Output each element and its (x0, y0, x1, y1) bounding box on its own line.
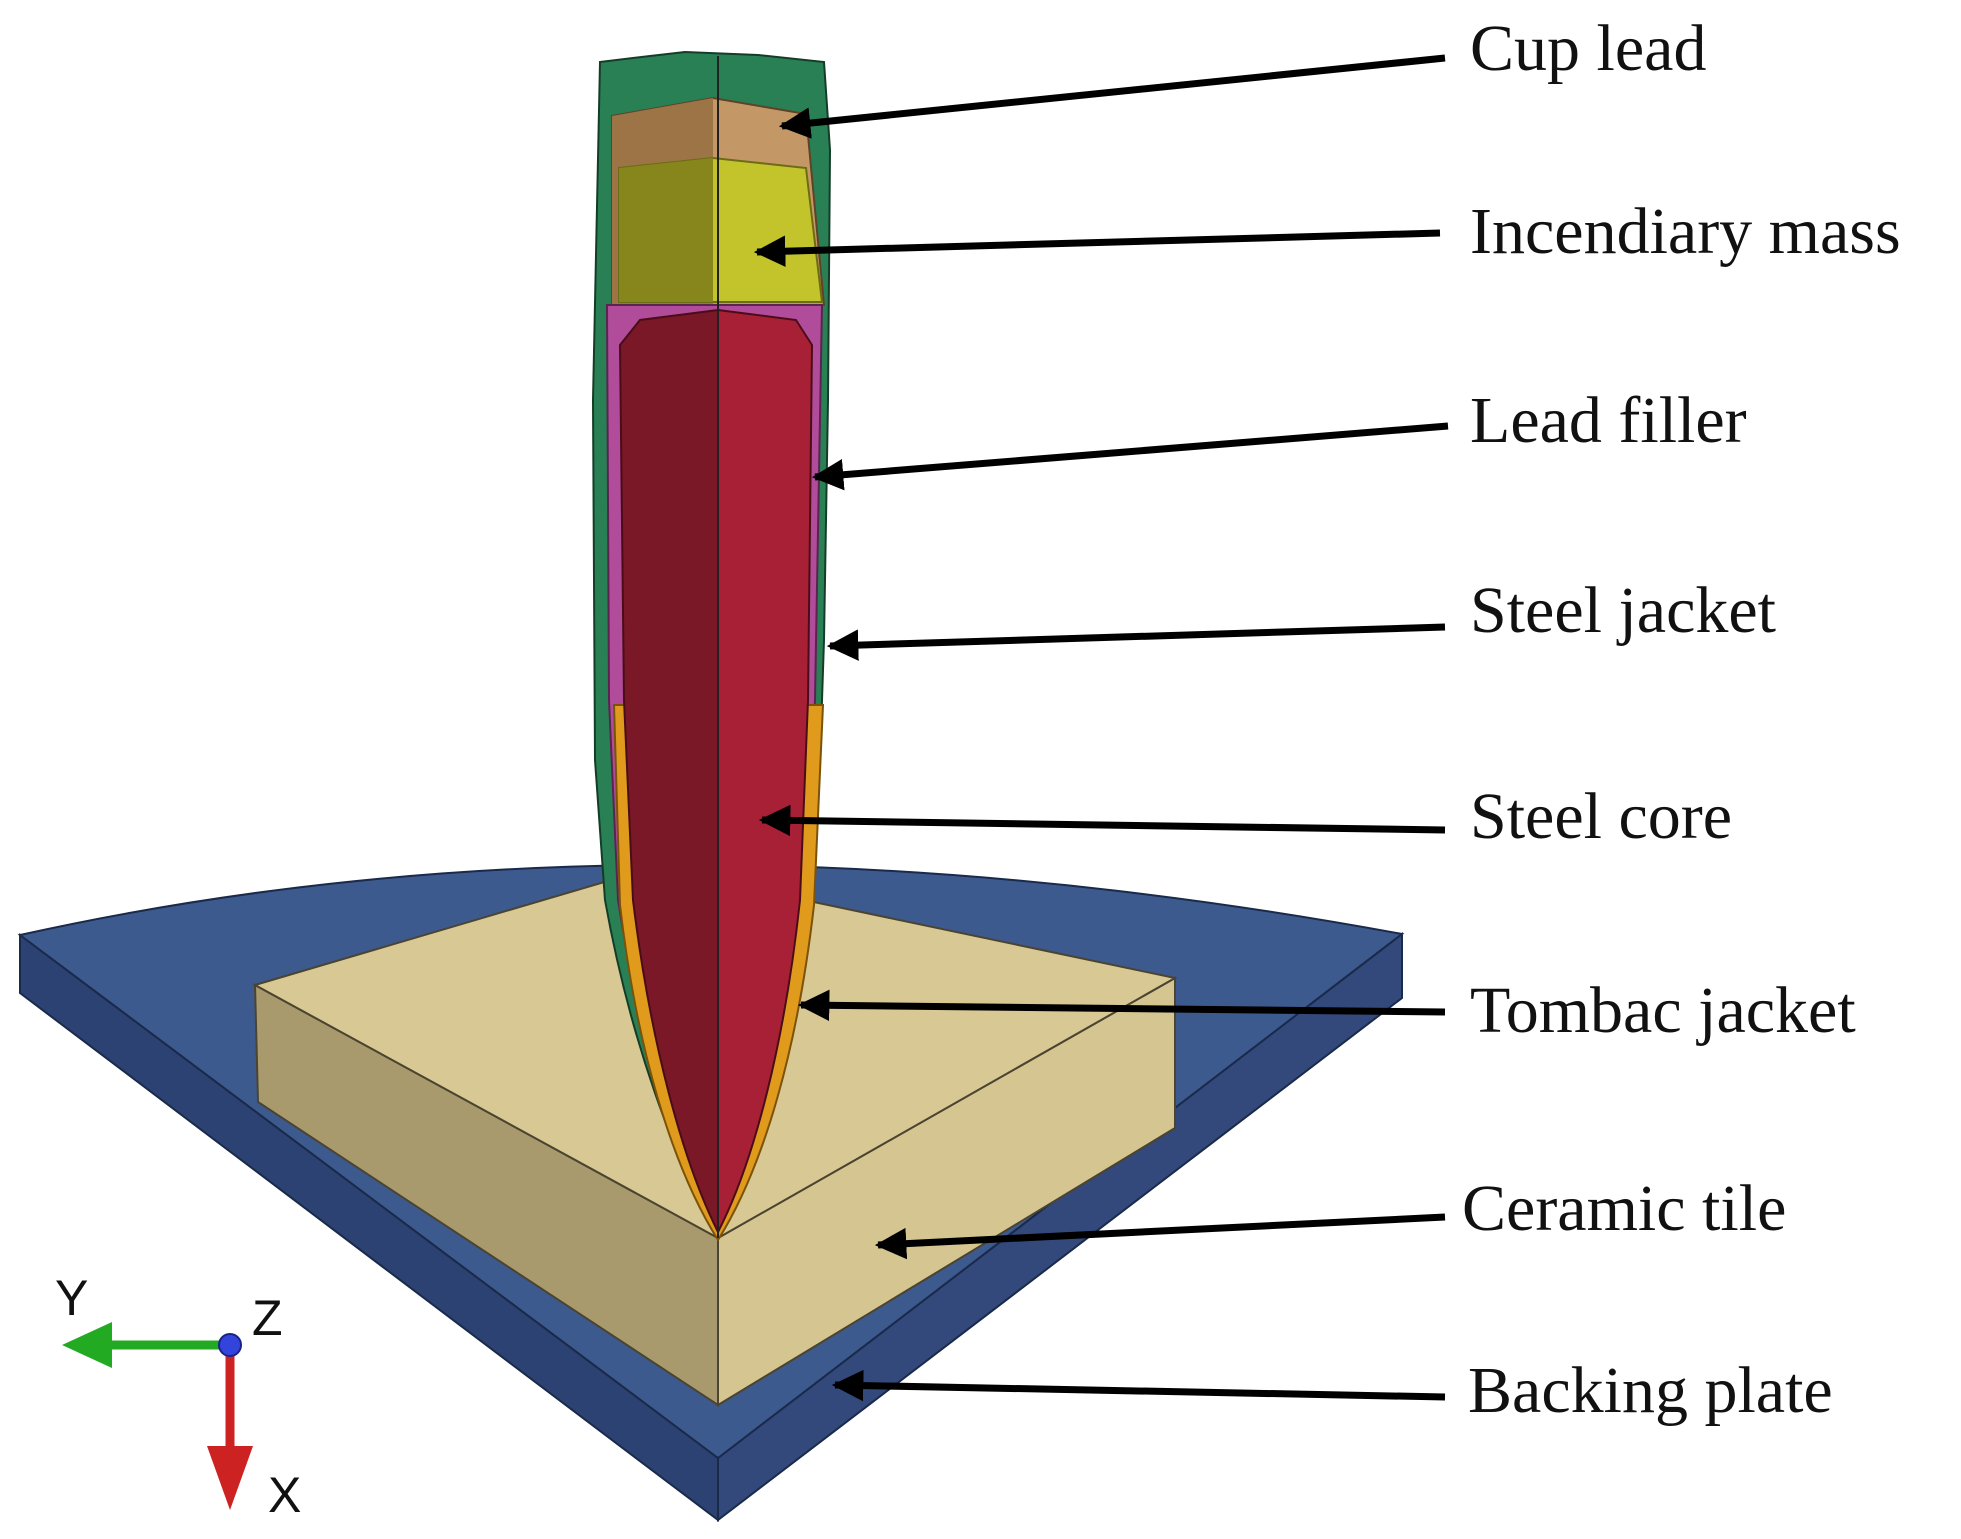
label-lead-filler: Lead filler (1470, 384, 1747, 457)
bullet (591, 50, 832, 1242)
steel-core-light (717, 308, 814, 1233)
ceramic-tile-arrow (874, 1213, 1446, 1260)
tombac-jacket-arrow (797, 989, 1446, 1022)
label-tombac-jacket: Tombac jacket (1470, 974, 1856, 1047)
axis-x-label: X (268, 1467, 301, 1523)
label-incendiary-mass: Incendiary mass (1470, 195, 1901, 268)
coordinate-triad: Y Z X (55, 1270, 301, 1523)
axis-y-arrowhead (62, 1322, 112, 1368)
steel-core-dark (618, 308, 719, 1233)
callout-labels: Cup lead Incendiary mass Lead filler Ste… (1462, 12, 1901, 1427)
label-backing-plate: Backing plate (1468, 1354, 1833, 1427)
label-ceramic-tile: Ceramic tile (1462, 1172, 1786, 1245)
label-cup-lead: Cup lead (1470, 12, 1706, 85)
axis-x-arrowhead (207, 1446, 253, 1510)
steel-jacket-arrow (826, 623, 1446, 661)
lead-filler-arrow (811, 422, 1449, 491)
label-steel-core: Steel core (1470, 780, 1732, 853)
cup-lead-arrow (778, 54, 1446, 139)
axis-z-dot (218, 1333, 242, 1357)
incendiary-mass-shade (619, 158, 713, 302)
axis-z-label: Z (252, 1290, 283, 1346)
backing-plate-arrow (831, 1369, 1446, 1402)
callout-arrows (753, 54, 1449, 1402)
axis-y-label: Y (55, 1270, 88, 1326)
steel-core-arrow (758, 804, 1446, 837)
incendiary-mass-arrow (753, 229, 1441, 267)
label-steel-jacket: Steel jacket (1470, 574, 1776, 647)
